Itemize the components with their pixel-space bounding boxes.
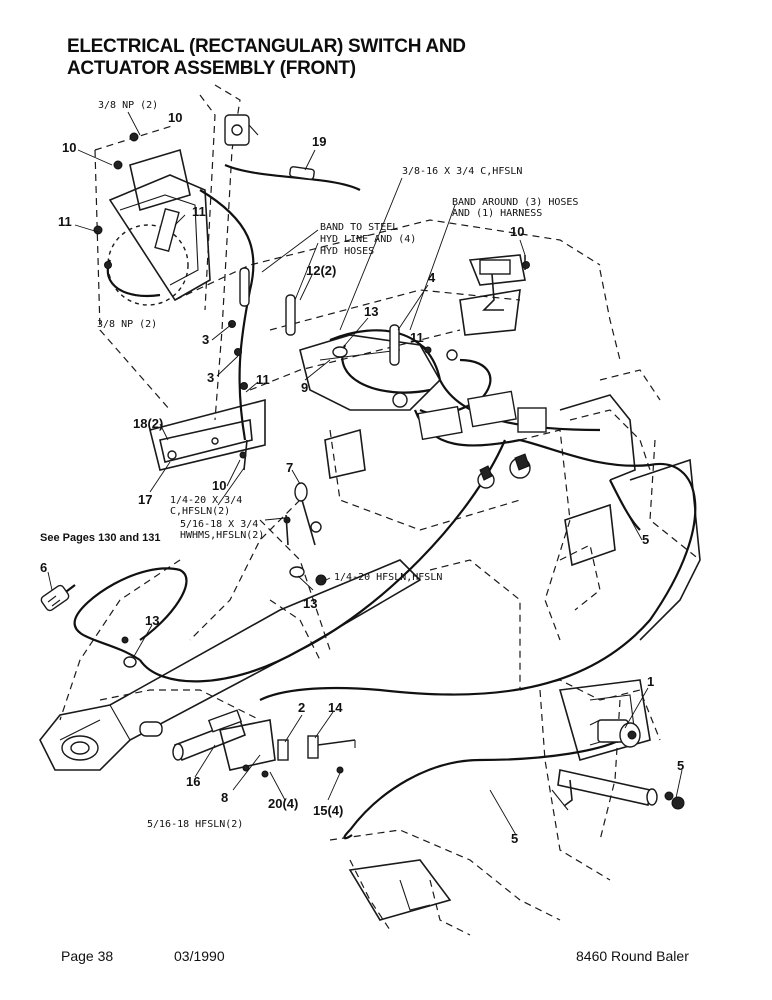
part-16: 16 — [186, 774, 200, 789]
footer-page-number: Page 38 — [61, 948, 114, 964]
callout-nut-51618: 5/16-18 HFSLN(2) — [147, 819, 243, 830]
frame-members — [108, 174, 701, 921]
part-13c: 13 — [145, 613, 159, 628]
part-20: 20(4) — [268, 796, 298, 811]
part-11c: 11 — [410, 330, 424, 345]
eye-bolt — [294, 482, 322, 546]
part-11d: 11 — [256, 372, 270, 387]
valve-bank — [392, 349, 547, 489]
part-9: 9 — [301, 380, 308, 395]
part-10b: 10 — [62, 140, 76, 155]
callout-band-steel-1: BAND TO STEEL — [320, 222, 398, 233]
part-11b: 11 — [192, 204, 206, 219]
callout-see-pages: See Pages 130 and 131 — [40, 532, 160, 544]
part-15: 15(4) — [313, 803, 343, 818]
callout-np-left: 3/8 NP (2) — [97, 319, 157, 330]
callout-np-top: 3/8 NP (2) — [98, 100, 158, 111]
part-number-labels: 1 2 3 3 4 5 5 5 6 7 8 9 10 10 10 10 11 1… — [40, 110, 684, 846]
part-10d: 10 — [212, 478, 226, 493]
part-10a: 10 — [168, 110, 182, 125]
callout-band-around-1: BAND AROUND (3) HOSES — [452, 197, 578, 208]
chassis-outline — [59, 84, 701, 936]
actuator-mount — [107, 114, 511, 311]
part-13a: 13 — [364, 304, 378, 319]
part-12: 12(2) — [306, 263, 336, 278]
callout-band-steel-3: HYD HOSES — [320, 246, 374, 257]
switch-brackets — [172, 709, 356, 771]
tongue-hitch — [39, 559, 422, 771]
callout-bolt-1420-2: C,HFSLN(2) — [170, 506, 230, 517]
callout-band-around-2: AND (1) HARNESS — [452, 208, 542, 219]
callout-nut-1420: 1/4-20 HFSLN,HFSLN — [334, 572, 442, 583]
leader-lines — [47, 111, 683, 836]
part-3b: 3 — [207, 370, 214, 385]
part-13b: 13 — [303, 596, 317, 611]
part-17: 17 — [138, 492, 152, 507]
footer-date: 03/1990 — [174, 948, 225, 964]
cable-clips — [123, 346, 348, 668]
rectangular-switch — [589, 719, 641, 748]
footer-model: 8460 Round Baler — [576, 948, 689, 964]
connector-plug — [40, 584, 70, 612]
part-5a: 5 — [642, 532, 649, 547]
callout-band-steel-2: HYD LINE AND (4) — [320, 234, 416, 245]
part-6: 6 — [40, 560, 47, 575]
part-1: 1 — [647, 674, 654, 689]
hose-bands — [239, 267, 400, 366]
part-5b: 5 — [677, 758, 684, 773]
actuator-tube — [551, 769, 658, 811]
callout-bolt-51618-2: HWHMS,HFSLN(2) — [180, 530, 264, 541]
part-14: 14 — [328, 700, 343, 715]
part-19: 19 — [312, 134, 326, 149]
callout-bolt-51618-1: 5/16-18 X 3/4 — [180, 519, 258, 530]
part-3a: 3 — [202, 332, 209, 347]
fasteners — [93, 132, 685, 810]
title-line-1: ELECTRICAL (RECTANGULAR) SWITCH AND — [67, 36, 466, 57]
part-10c: 10 — [510, 224, 524, 239]
page-title: ELECTRICAL (RECTANGULAR) SWITCH AND ACTU… — [67, 36, 466, 80]
harness-sleeve — [289, 166, 315, 180]
title-line-2: ACTUATOR ASSEMBLY (FRONT) — [67, 58, 356, 79]
part-18: 18(2) — [133, 416, 163, 431]
mounting-plate — [159, 419, 253, 463]
callout-bolt-3816: 3/8-16 X 3/4 C,HFSLN — [402, 166, 522, 177]
part-2: 2 — [298, 700, 305, 715]
part-11a: 11 — [58, 214, 72, 229]
callout-labels: 3/8 NP (2) 3/8 NP (2) BAND TO STEEL HYD … — [40, 100, 578, 830]
callout-bolt-1420-1: 1/4-20 X 3/4 — [170, 495, 242, 506]
part-7: 7 — [286, 460, 293, 475]
part-8: 8 — [221, 790, 228, 805]
part-5c: 5 — [511, 831, 518, 846]
part-4: 4 — [428, 270, 436, 285]
